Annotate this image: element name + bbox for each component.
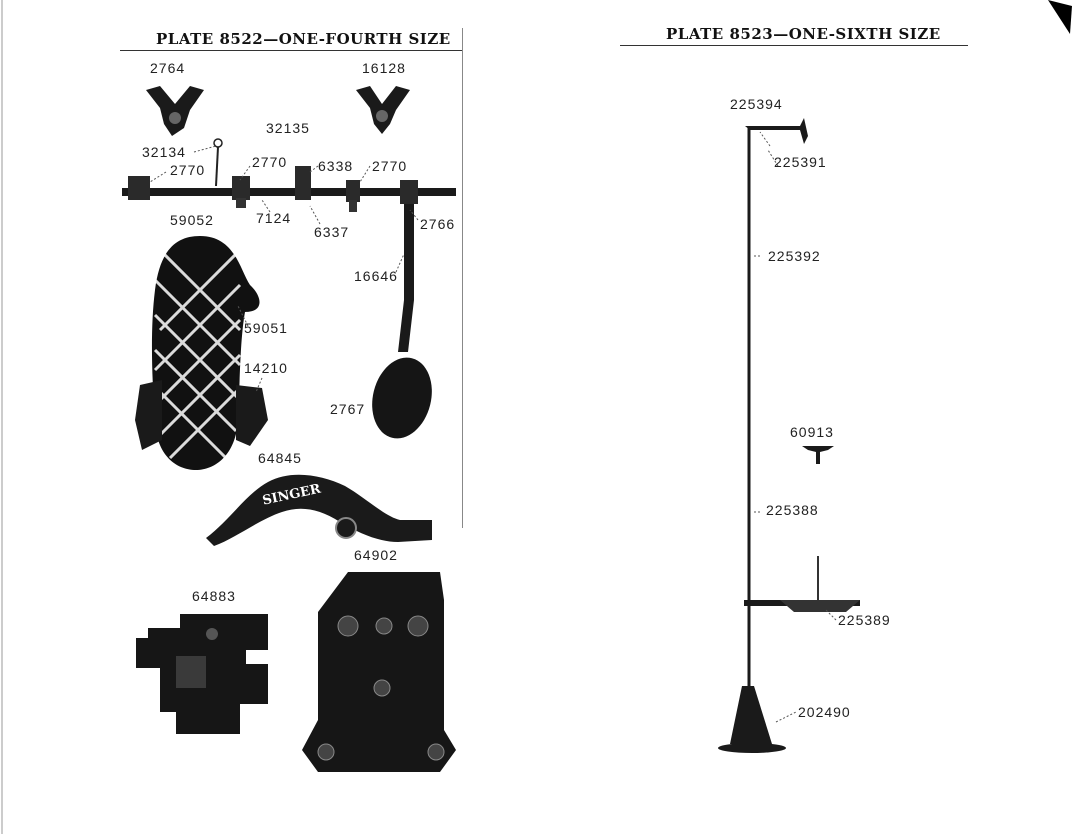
bracket-2764-drawing [146, 86, 204, 136]
right-plate-title: PLATE 8523—ONE-SIXTH SIZE [666, 25, 941, 43]
part-number-225394: 225394 [730, 96, 783, 112]
part-number-16646: 16646 [354, 268, 398, 284]
part-number-225392: 225392 [768, 248, 821, 264]
left-plate-rule [120, 50, 462, 51]
part-number-64902: 64902 [354, 547, 398, 563]
bracket-16128-drawing [356, 86, 410, 134]
right-leader-lines [754, 131, 837, 723]
part-number-14210: 14210 [244, 360, 288, 376]
part-number-59051: 59051 [244, 320, 288, 336]
part-number-6338: 6338 [318, 158, 354, 174]
part-number-225388: 225388 [766, 502, 819, 518]
corner-mark [1048, 0, 1072, 34]
part-number-64845: 64845 [258, 450, 302, 466]
part-number-7124: 7124 [256, 210, 292, 226]
part-number-64883: 64883 [192, 588, 236, 604]
part-number-2770-a: 2770 [170, 162, 206, 178]
part-number-32134: 32134 [142, 144, 186, 160]
rod-assembly-drawing [122, 138, 456, 212]
part-number-59052: 59052 [170, 212, 214, 228]
part-number-225391: 225391 [774, 154, 827, 170]
left-leader-lines [149, 145, 419, 393]
part-number-202490: 202490 [798, 704, 851, 720]
left-plate-title: PLATE 8522—ONE-FOURTH SIZE [156, 30, 451, 48]
singer-arm-drawing: SINGER [206, 474, 432, 546]
part-number-2764: 2764 [150, 60, 186, 76]
part-number-16128: 16128 [362, 60, 406, 76]
pedal-arm-drawing [372, 204, 432, 439]
part-number-2766: 2766 [420, 216, 456, 232]
thread-stand-drawing [718, 118, 860, 753]
part-number-32135: 32135 [266, 120, 310, 136]
part-number-60913: 60913 [790, 424, 834, 440]
plate-64902-drawing [302, 572, 456, 772]
part-number-2770-b: 2770 [252, 154, 288, 170]
left-plate-border [462, 28, 463, 528]
right-plate-rule [620, 45, 968, 46]
part-number-225389: 225389 [838, 612, 891, 628]
part-number-6337: 6337 [314, 224, 350, 240]
part-number-2767: 2767 [330, 401, 366, 417]
treadle-plate-drawing [135, 236, 268, 470]
plate-64883-drawing [136, 614, 268, 734]
part-number-2770-c: 2770 [372, 158, 408, 174]
